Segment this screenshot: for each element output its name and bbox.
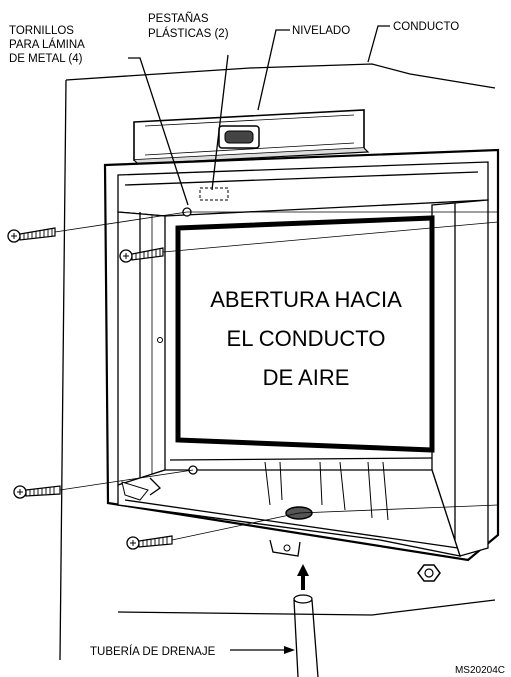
opening-label-3: DE AIRE bbox=[263, 365, 350, 390]
label-screws-3: DE METAL (4) bbox=[9, 53, 83, 65]
level-tool bbox=[133, 109, 370, 165]
drain-pipe bbox=[293, 564, 319, 677]
label-screws-2: PARA LÁMINA bbox=[9, 38, 85, 51]
label-duct: CONDUCTO bbox=[393, 21, 459, 33]
duct-opening bbox=[175, 215, 435, 453]
screw-1 bbox=[7, 227, 56, 243]
label-tabs-2: PLÁSTICAS (2) bbox=[148, 27, 229, 40]
screw-3 bbox=[13, 485, 61, 499]
figure-code: MS20204C bbox=[455, 665, 505, 676]
label-drain: TUBERÍA DE DRENAJE bbox=[90, 645, 216, 658]
screw-4 bbox=[126, 535, 173, 550]
opening-label-1: ABERTURA HACIA bbox=[210, 287, 402, 312]
leader-level bbox=[257, 29, 290, 111]
alignment-lines bbox=[54, 211, 499, 541]
hex-fitting bbox=[417, 564, 441, 582]
leader-tabs bbox=[211, 54, 229, 191]
duct-wall bbox=[59, 63, 496, 661]
leader-duct bbox=[367, 25, 390, 63]
screw-2 bbox=[119, 247, 164, 263]
label-screws-1: TORNILLOS bbox=[9, 25, 74, 37]
label-tabs-1: PESTAÑAS bbox=[148, 12, 209, 25]
opening-label-2: EL CONDUCTO bbox=[227, 326, 386, 351]
label-level: NIVELADO bbox=[292, 25, 350, 37]
leader-screws bbox=[128, 57, 189, 206]
